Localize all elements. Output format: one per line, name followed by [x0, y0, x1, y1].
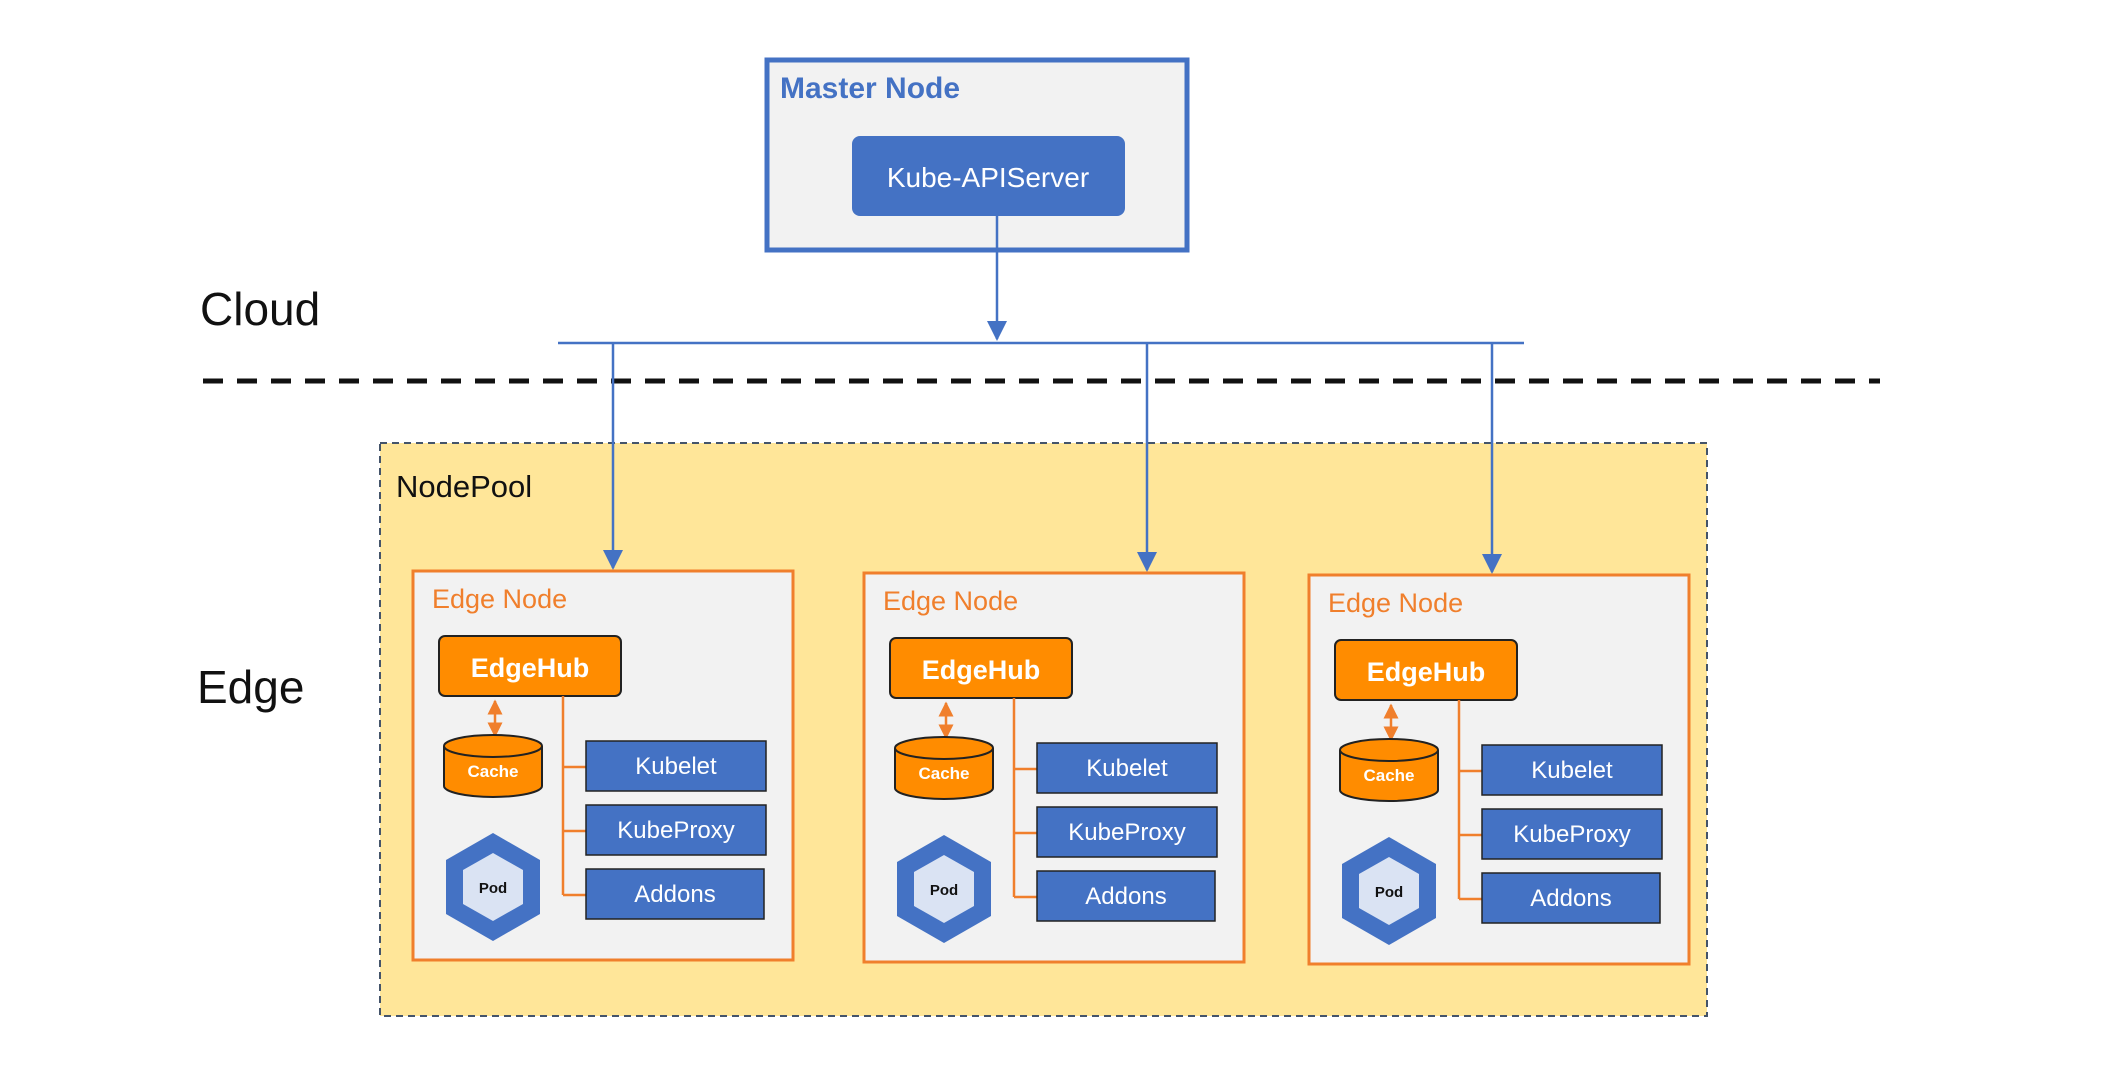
kubeproxy-label: KubeProxy	[1068, 819, 1185, 846]
kubeproxy-box	[1481, 808, 1663, 860]
kube-apiserver-label: Kube-APIServer	[887, 162, 1089, 193]
pod-label: Pod	[1375, 884, 1403, 901]
addons-label: Addons	[1530, 885, 1611, 912]
edge-node-3: Edge Node EdgeHub Cache Pod Kubelet Kube…	[1307, 573, 1691, 966]
addons-box	[1036, 870, 1216, 922]
kubelet-label: Kubelet	[1531, 757, 1613, 784]
edge-node-title: Edge Node	[1328, 588, 1463, 618]
kubeproxy-label: KubeProxy	[617, 817, 734, 844]
component-connectors	[561, 696, 586, 897]
edge-node-title: Edge Node	[432, 584, 567, 614]
kubelet-label: Kubelet	[635, 753, 717, 780]
cache-cylinder	[443, 734, 543, 798]
master-node-title: Master Node	[780, 72, 960, 105]
cache-label: Cache	[1363, 766, 1414, 785]
cache-cylinder	[894, 736, 994, 800]
kube-apiserver-box	[852, 136, 1125, 216]
cache-cylinder	[1339, 738, 1439, 802]
addons-label: Addons	[634, 881, 715, 908]
kubeproxy-label: KubeProxy	[1513, 821, 1630, 848]
cache-label: Cache	[918, 764, 969, 783]
edgehub-label: EdgeHub	[922, 655, 1041, 685]
addons-box	[585, 868, 765, 920]
kubeproxy-box	[585, 804, 767, 856]
edge-node-1: Edge Node EdgeHub Cache Pod Kubelet Kube…	[411, 569, 795, 962]
nodepool-title: NodePool	[396, 469, 532, 504]
pod-label: Pod	[930, 882, 958, 899]
cloud-label: Cloud	[200, 283, 320, 335]
pod-label: Pod	[479, 880, 507, 897]
addons-label: Addons	[1085, 883, 1166, 910]
cache-label: Cache	[467, 762, 518, 781]
component-connectors	[1012, 698, 1037, 899]
addons-box	[1481, 872, 1661, 924]
kubeproxy-box	[1036, 806, 1218, 858]
edge-label: Edge	[197, 661, 304, 713]
edgehub-box	[438, 635, 622, 697]
component-connectors	[1457, 700, 1482, 901]
edgehub-label: EdgeHub	[471, 653, 590, 683]
edge-node-2: Edge Node EdgeHub Cache Pod Kubelet Kube…	[862, 571, 1246, 964]
edgehub-label: EdgeHub	[1367, 657, 1486, 687]
kubelet-box	[1036, 742, 1218, 794]
master-node: Master Node Kube-APIServer	[764, 57, 1190, 253]
kubelet-box	[1481, 744, 1663, 796]
kubelet-box	[585, 740, 767, 792]
edge-node-title: Edge Node	[883, 586, 1018, 616]
kubelet-label: Kubelet	[1086, 755, 1168, 782]
edgehub-box	[1334, 639, 1518, 701]
edgehub-box	[889, 637, 1073, 699]
